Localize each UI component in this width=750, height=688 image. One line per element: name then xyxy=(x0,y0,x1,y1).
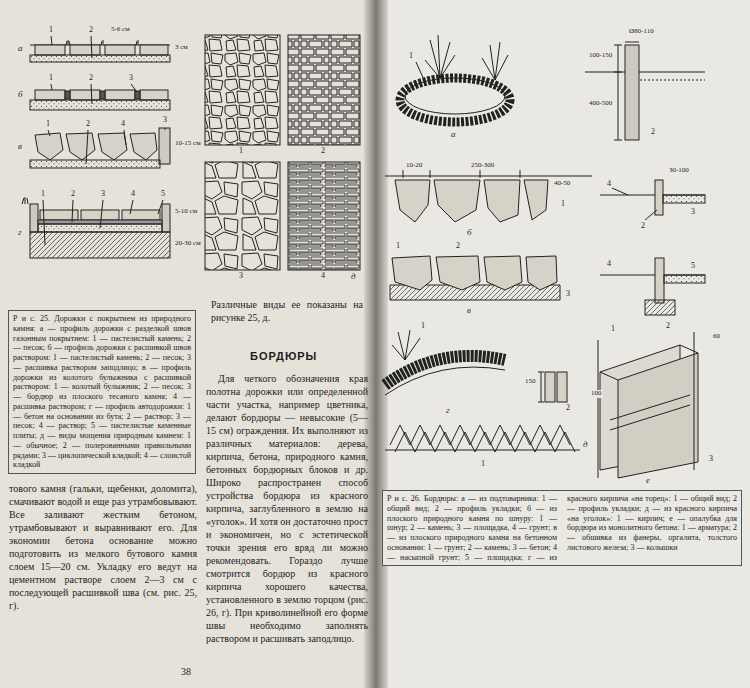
callout-number: 2 xyxy=(640,222,646,231)
dimension-label: 5-10 см xyxy=(174,208,198,216)
callout-number: 2 xyxy=(320,147,326,156)
callout-number: 1 xyxy=(420,322,426,331)
dimension-label: 150 xyxy=(524,378,537,386)
callout-number: 1 xyxy=(40,190,46,199)
caption-box: Р и с. 25. Дорожки с покрытием из природ… xyxy=(8,310,196,474)
callout-number: 1 xyxy=(238,147,244,156)
callout-number: 1 xyxy=(560,200,566,209)
callout-number: 1 xyxy=(48,26,54,35)
dimension-label: Ø80-110 xyxy=(628,28,655,36)
callout-number: 1 xyxy=(610,325,616,334)
dimension-label: 60 xyxy=(712,333,721,341)
dimension-label: 100 xyxy=(590,390,603,398)
callout-number: 1 xyxy=(48,74,54,83)
dimension-label: 20-30 см xyxy=(174,240,202,248)
figure-letter: е xyxy=(645,476,651,486)
dimension-label: 30-100 xyxy=(668,167,690,175)
figure-letter: а xyxy=(450,130,457,140)
figure-letter: д xyxy=(582,440,589,450)
callout-number: 3 xyxy=(708,455,714,464)
section-heading: БОРДЮРЫ xyxy=(250,350,317,362)
callout-number: 3 xyxy=(128,74,134,83)
callout-number: 3 xyxy=(565,290,571,299)
callout-number: 4 xyxy=(320,272,326,281)
dimension-label: 10-20 xyxy=(405,162,423,170)
callout-number: 4 xyxy=(120,120,126,129)
callout-number: 2 xyxy=(88,26,94,35)
page-number: 38 xyxy=(180,666,192,677)
callout-number: 4 xyxy=(606,260,612,269)
body-text: тового камня (гальки, щебенки, доломита)… xyxy=(8,482,198,612)
callout-number: 2 xyxy=(85,120,91,129)
caption-text: Р и с. 26. Бордюры: а — из подтоварника:… xyxy=(387,494,737,562)
callout-number: 3 xyxy=(100,190,106,199)
figure-letter: а xyxy=(17,44,24,54)
callout-number: 4 xyxy=(130,190,136,199)
body-text: Различные виды ее показаны на рисунке 25… xyxy=(210,298,364,324)
dimension-label: 400-500 xyxy=(588,100,613,108)
caption-text: Р и с. 25. Дорожки с покрытием из природ… xyxy=(13,314,191,470)
callout-number: 1 xyxy=(395,242,401,251)
figure-letter: в xyxy=(466,306,472,316)
callout-number: 2 xyxy=(88,74,94,83)
figure-letter: д xyxy=(350,272,357,282)
figure-letter: б xyxy=(466,228,473,238)
dimension-label: 40-50 xyxy=(553,180,571,188)
callout-number: 5 xyxy=(690,262,696,271)
callout-number: 2 xyxy=(455,242,461,251)
callout-number: 3 xyxy=(162,116,168,125)
dimension-label: 3 см xyxy=(174,44,189,52)
dimension-label: 250-300 xyxy=(470,162,495,170)
figure-letter: б xyxy=(17,90,24,100)
dimension-label: 5-6 см xyxy=(110,26,131,34)
figure-letter: г xyxy=(445,406,451,416)
callout-number: 2 xyxy=(650,128,656,137)
callout-number: 2 xyxy=(665,322,671,331)
callout-number: 3 xyxy=(238,272,244,281)
callout-number: 5 xyxy=(160,190,166,199)
callout-number: 3 xyxy=(690,208,696,217)
figure-letter: г xyxy=(17,228,23,238)
caption-box: Р и с. 26. Бордюры: а — из подтоварника:… xyxy=(382,490,742,566)
callout-number: 1 xyxy=(45,120,51,129)
callout-number: 1 xyxy=(480,460,486,469)
callout-number: 1 xyxy=(408,52,414,61)
dimension-label: 100-150 xyxy=(588,52,613,60)
callout-number: 2 xyxy=(565,404,571,413)
figure-letter: в xyxy=(17,142,23,152)
callout-number: 4 xyxy=(606,180,612,189)
body-text: Для четкого обозначения края полотна дор… xyxy=(205,372,369,645)
callout-number: 2 xyxy=(70,190,76,199)
dimension-label: 10-15 см xyxy=(174,140,202,148)
